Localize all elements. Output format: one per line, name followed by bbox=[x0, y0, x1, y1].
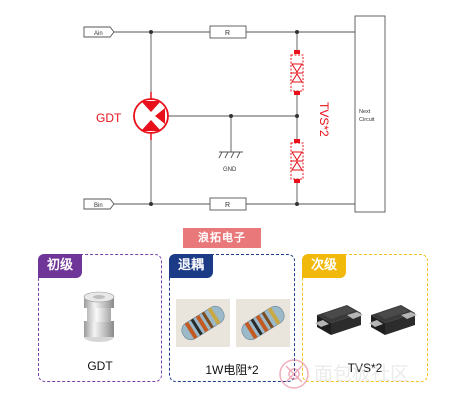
circuit-schematic: Ain Bin R R bbox=[83, 15, 386, 213]
brand-banner: 浪拓电子 bbox=[183, 228, 261, 248]
gdt-component-image bbox=[83, 291, 115, 342]
resistor-top-label: R bbox=[225, 30, 230, 37]
resistor-top: R bbox=[209, 25, 247, 39]
wires bbox=[114, 31, 355, 205]
stage-secondary-caption: TVS*2 bbox=[347, 361, 383, 375]
stage-decoupling-caption: 1W电阻*2 bbox=[205, 363, 259, 377]
next-circuit-line2: Circuit bbox=[359, 117, 375, 123]
port-a: Ain bbox=[83, 26, 115, 38]
resistor-image-2 bbox=[236, 299, 290, 347]
gnd-label: GND bbox=[223, 167, 237, 173]
stage-decoupling-tag: 退耦 bbox=[169, 254, 214, 278]
next-circuit-line1: Next bbox=[359, 109, 371, 115]
resistor-bottom-label: R bbox=[225, 202, 230, 209]
tvs-lower bbox=[290, 139, 304, 183]
stage-decoupling: 退耦 1W电阻*2 bbox=[169, 254, 295, 382]
tvs-upper bbox=[290, 50, 304, 95]
watermark-logo: 面包板社区 bbox=[279, 359, 409, 389]
tvs-image-1 bbox=[315, 305, 363, 335]
stage-primary-caption: GDT bbox=[87, 359, 113, 373]
gdt-label: GDT bbox=[96, 111, 122, 125]
next-circuit-box: Next Circuit bbox=[354, 15, 386, 213]
stage-secondary: 次级 TVS*2 bbox=[302, 254, 428, 382]
port-a-label: Ain bbox=[94, 31, 103, 37]
stage-secondary-tag: 次级 bbox=[302, 254, 347, 278]
junction-dots bbox=[149, 30, 299, 206]
port-b-label: Bin bbox=[94, 203, 103, 209]
resistor-bottom: R bbox=[209, 197, 247, 211]
watermark-text: 面包板社区 bbox=[314, 363, 409, 385]
resistor-image-1 bbox=[176, 299, 230, 347]
port-b: Bin bbox=[83, 198, 115, 210]
stage-primary: 初级 GDT bbox=[38, 254, 162, 382]
tvs-image-2 bbox=[369, 305, 417, 335]
ground-symbol bbox=[218, 151, 243, 159]
gdt-symbol bbox=[133, 92, 169, 140]
tvs-label: TVS*2 bbox=[317, 102, 331, 137]
stage-primary-tag: 初级 bbox=[38, 254, 83, 278]
